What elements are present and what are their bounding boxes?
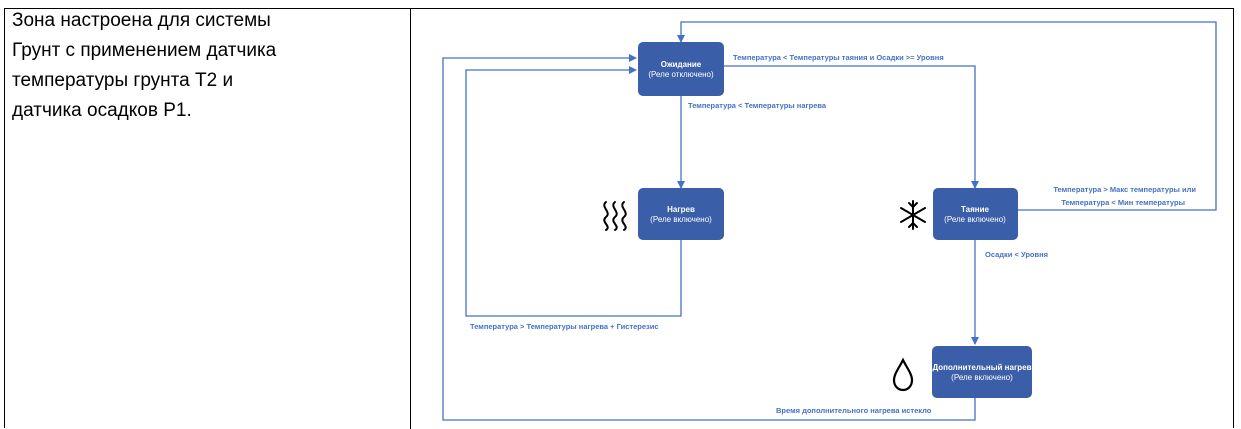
node-extra-heating-title: Дополнительный нагрев: [932, 363, 1031, 372]
edge-heating-to-idle: [465, 66, 682, 317]
node-heating: Нагрев (Реле включено): [638, 188, 724, 240]
table-cell-divider: [410, 9, 411, 429]
node-extra-heating: Дополнительный нагрев (Реле включено): [932, 346, 1032, 398]
edge-label-idle-to-heating: Температура < Температуры нагрева: [688, 101, 827, 110]
edge-extra-to-idle: [442, 54, 976, 421]
edge-label-idle-to-melting: Температура < Температуры таяния и Осадк…: [733, 53, 944, 62]
edge-label-melting-to-extra: Осадки < Уровня: [985, 250, 1048, 259]
edge-label-heating-to-idle: Температура > Температуры нагрева + Гист…: [470, 322, 659, 331]
description-line: Зона настроена для системы: [12, 10, 271, 31]
node-melting: Таяние (Реле включено): [933, 188, 1018, 240]
document-table: [4, 8, 1234, 429]
heat-waves-icon: [603, 201, 627, 231]
node-melting-subtitle: (Реле включено): [944, 215, 1006, 224]
node-idle: Ожидание (Реле отключено): [638, 42, 724, 96]
node-melting-title: Таяние: [961, 205, 990, 214]
node-heating-title: Нагрев: [667, 205, 695, 214]
edge-label-melting-to-idle-2: Температура < Мин температуры: [1061, 198, 1185, 207]
description-line: температуры грунта T2 и: [12, 70, 234, 91]
node-heating-subtitle: (Реле включено): [650, 215, 712, 224]
zone-description: Зона настроена для системы Грунт с приме…: [12, 6, 392, 126]
node-extra-heating-subtitle: (Реле включено): [951, 373, 1013, 382]
edge-idle-to-melting: [724, 65, 979, 189]
description-line: Грунт с применением датчика: [12, 40, 277, 61]
edge-melting-to-idle: [677, 21, 1217, 211]
snowflake-icon: [900, 200, 926, 230]
node-idle-subtitle: (Реле отключено): [648, 70, 714, 79]
edge-label-melting-to-idle-1: Температура > Макс температуры или: [1053, 185, 1196, 194]
water-drop-icon: [892, 357, 914, 392]
edge-label-extra-to-idle: Время дополнительного нагрева истекло: [776, 406, 932, 415]
description-line: датчика осадков P1.: [12, 100, 192, 121]
node-idle-title: Ожидание: [661, 60, 702, 69]
